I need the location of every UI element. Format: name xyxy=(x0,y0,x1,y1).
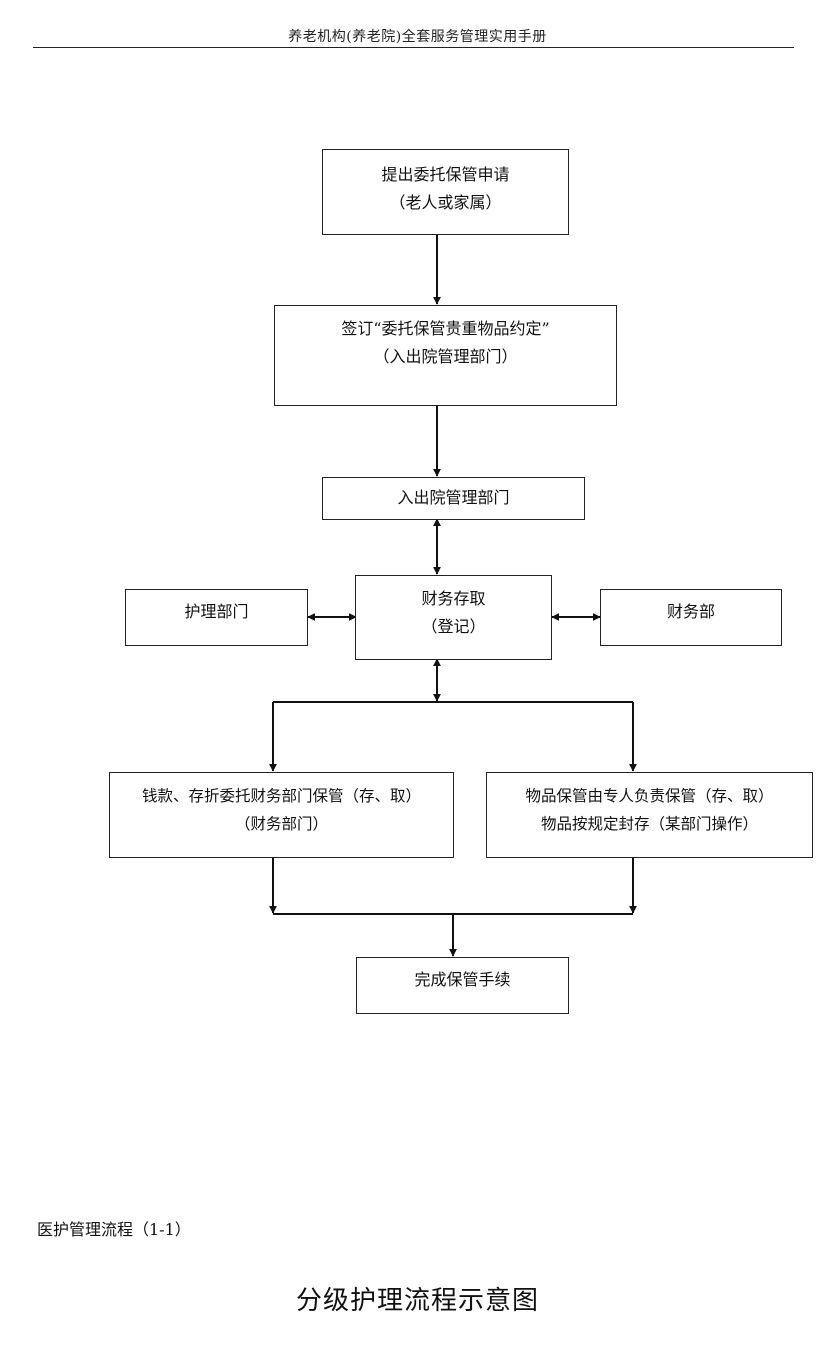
box-sign-line1: 签订“委托保管贵重物品约定” xyxy=(341,319,550,338)
box-finance-access: 财务存取 （登记） xyxy=(355,575,552,660)
next-section-title: 分级护理流程示意图 xyxy=(295,1286,539,1316)
box-money: 钱款、存折委托财务部门保管（存、取） （财务部门） xyxy=(109,772,454,858)
box-finance-access-line1: 财务存取 xyxy=(421,589,486,608)
box-finance-dept-line1: 财务部 xyxy=(666,602,715,621)
box-items: 物品保管由专人负责保管（存、取） 物品按规定封存（某部门操作） xyxy=(486,772,813,858)
box-apply-line1: 提出委托保管申请 xyxy=(381,165,510,184)
box-admission: 入出院管理部门 xyxy=(322,477,585,520)
box-apply-line2: （老人或家属） xyxy=(389,193,502,212)
box-admission-line1: 入出院管理部门 xyxy=(397,488,510,507)
box-money-line2: （财务部门） xyxy=(234,815,328,833)
box-finance-dept: 财务部 xyxy=(600,589,782,646)
box-items-line1: 物品保管由专人负责保管（存、取） xyxy=(525,787,774,805)
process-caption: 医护管理流程（1-1） xyxy=(37,1220,191,1239)
box-items-line2: 物品按规定封存（某部门操作） xyxy=(540,815,758,833)
box-sign-line2: （入出院管理部门） xyxy=(373,347,518,366)
box-sign: 签订“委托保管贵重物品约定” （入出院管理部门） xyxy=(274,305,617,406)
box-finance-access-line2: （登记） xyxy=(421,617,486,636)
header-rule xyxy=(33,47,794,48)
box-money-line1: 钱款、存折委托财务部门保管（存、取） xyxy=(141,787,421,805)
box-complete: 完成保管手续 xyxy=(356,957,569,1014)
box-complete-line1: 完成保管手续 xyxy=(414,970,511,989)
box-apply: 提出委托保管申请 （老人或家属） xyxy=(322,149,569,235)
box-nursing-line1: 护理部门 xyxy=(184,602,249,621)
header-title: 养老机构(养老院)全套服务管理实用手册 xyxy=(288,29,547,45)
box-nursing: 护理部门 xyxy=(125,589,308,646)
